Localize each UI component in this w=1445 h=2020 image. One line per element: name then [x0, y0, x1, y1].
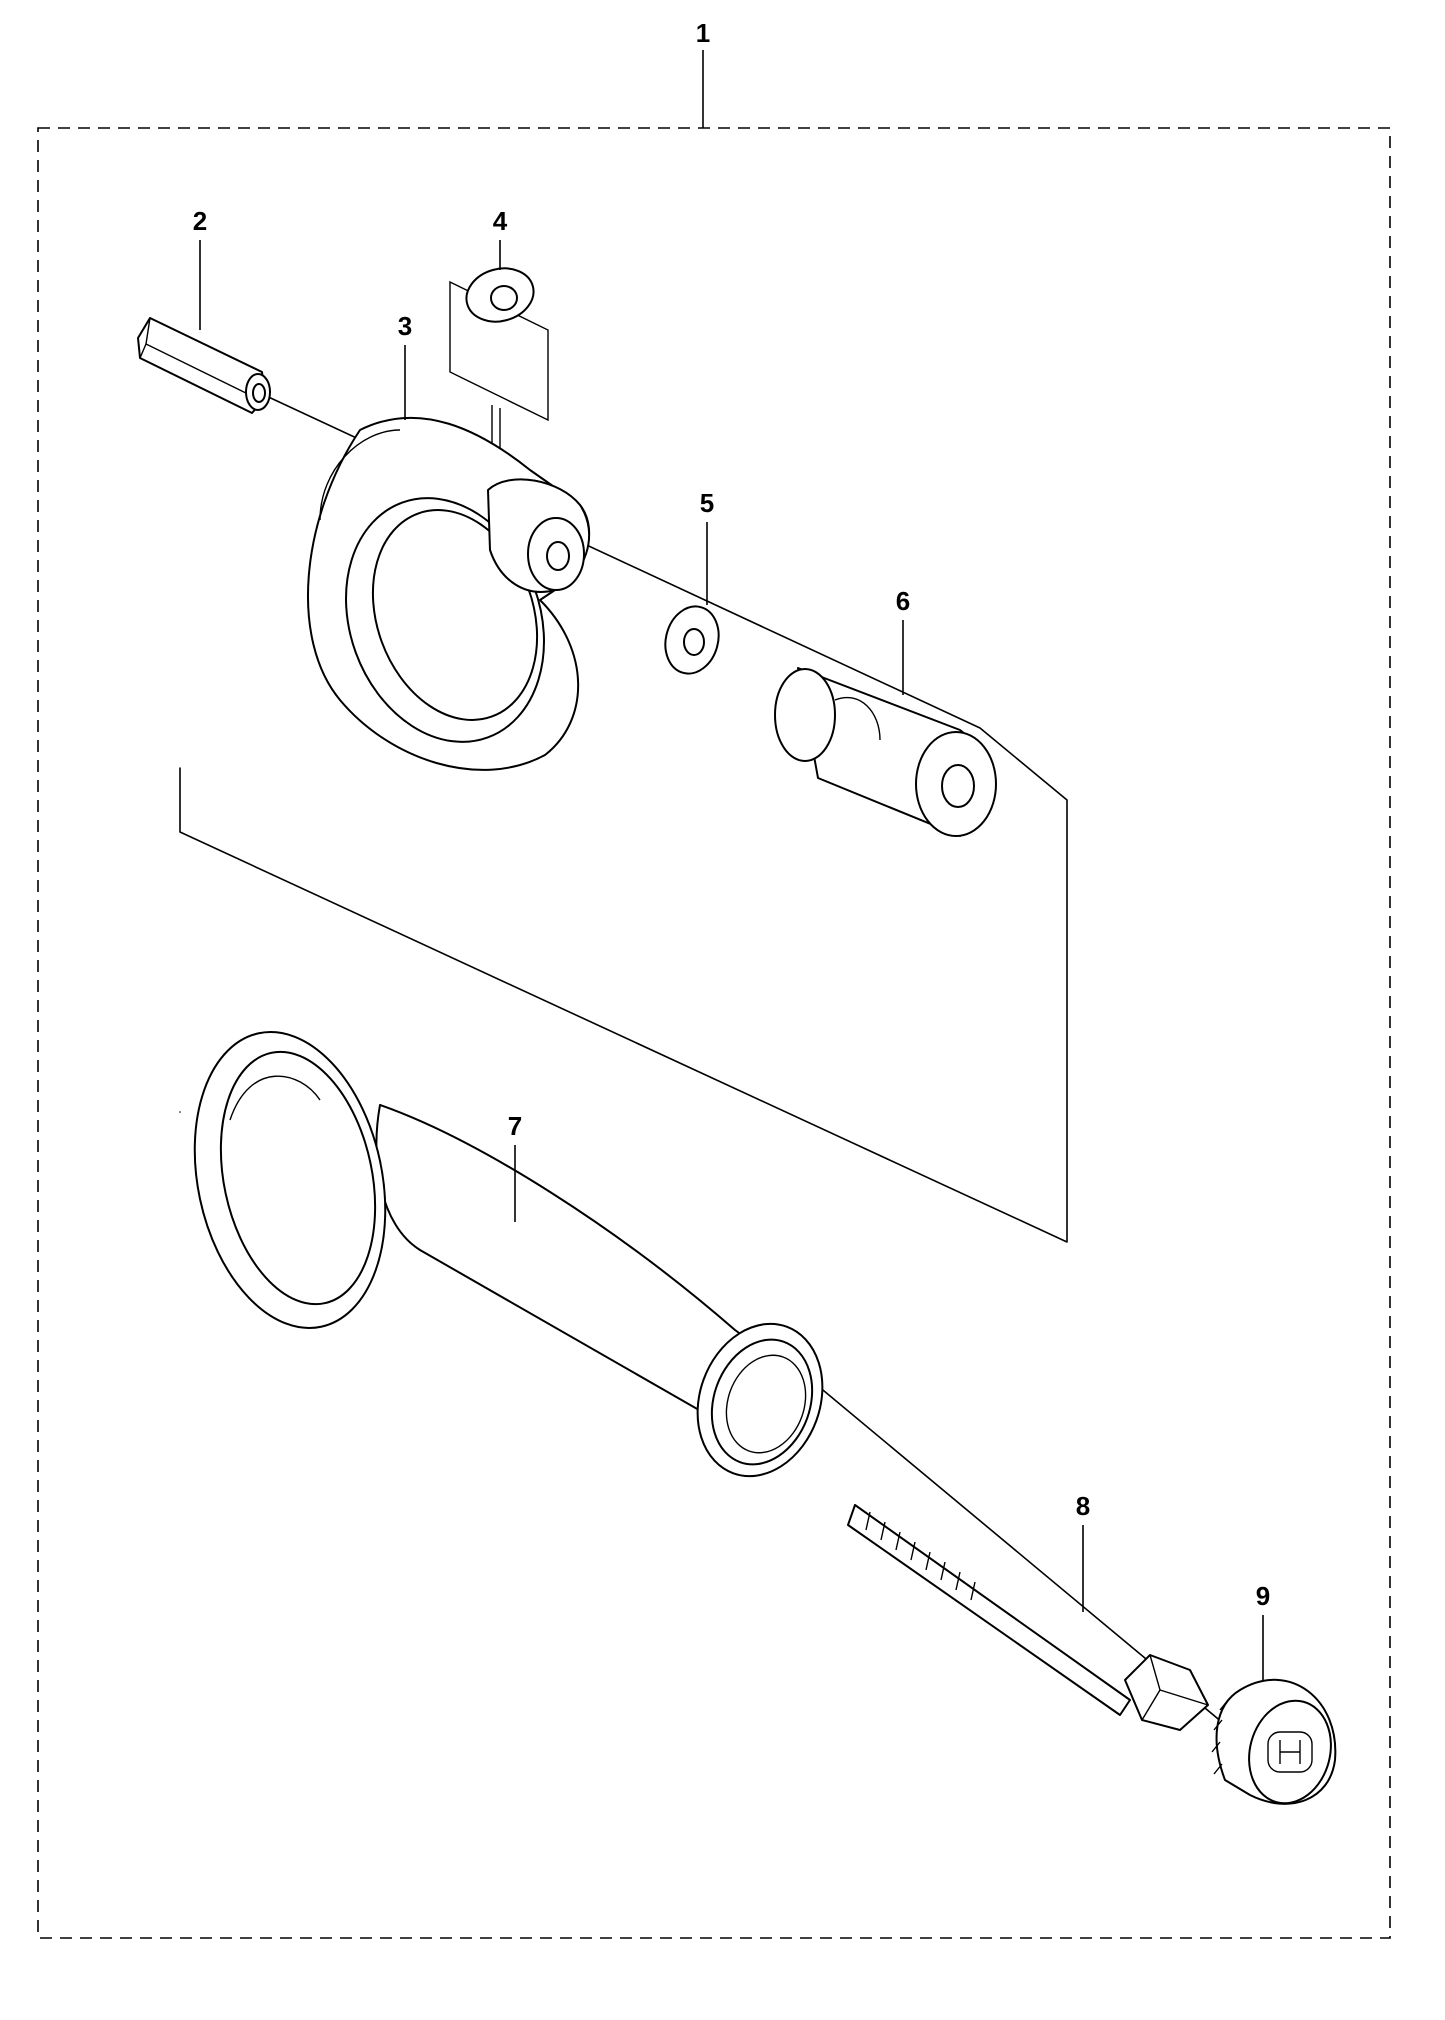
callout-1[interactable]: 1: [696, 18, 710, 48]
logo-icon: [1267, 1731, 1313, 1773]
callout-3[interactable]: 3: [398, 311, 412, 341]
part-8-bolt[interactable]: [847, 1504, 1209, 1731]
axis-line-upper: [179, 393, 1068, 1243]
callout-6[interactable]: 6: [896, 586, 910, 616]
callout-8[interactable]: 8: [1076, 1491, 1090, 1521]
callout-4[interactable]: 4: [493, 206, 508, 236]
callout-5[interactable]: 5: [700, 488, 714, 518]
part-5-washer[interactable]: [658, 600, 726, 679]
callout-9[interactable]: 9: [1256, 1581, 1270, 1611]
part-6-sleeve[interactable]: [774, 667, 997, 837]
part-3-handle-clamp[interactable]: [307, 416, 590, 771]
callout-2[interactable]: 2: [193, 206, 207, 236]
callout-7[interactable]: 7: [508, 1111, 522, 1141]
part-7-handle-grip[interactable]: [169, 1014, 843, 1494]
part-2-hex-spacer[interactable]: [137, 317, 271, 414]
part-9-end-cap[interactable]: [1211, 1678, 1342, 1813]
